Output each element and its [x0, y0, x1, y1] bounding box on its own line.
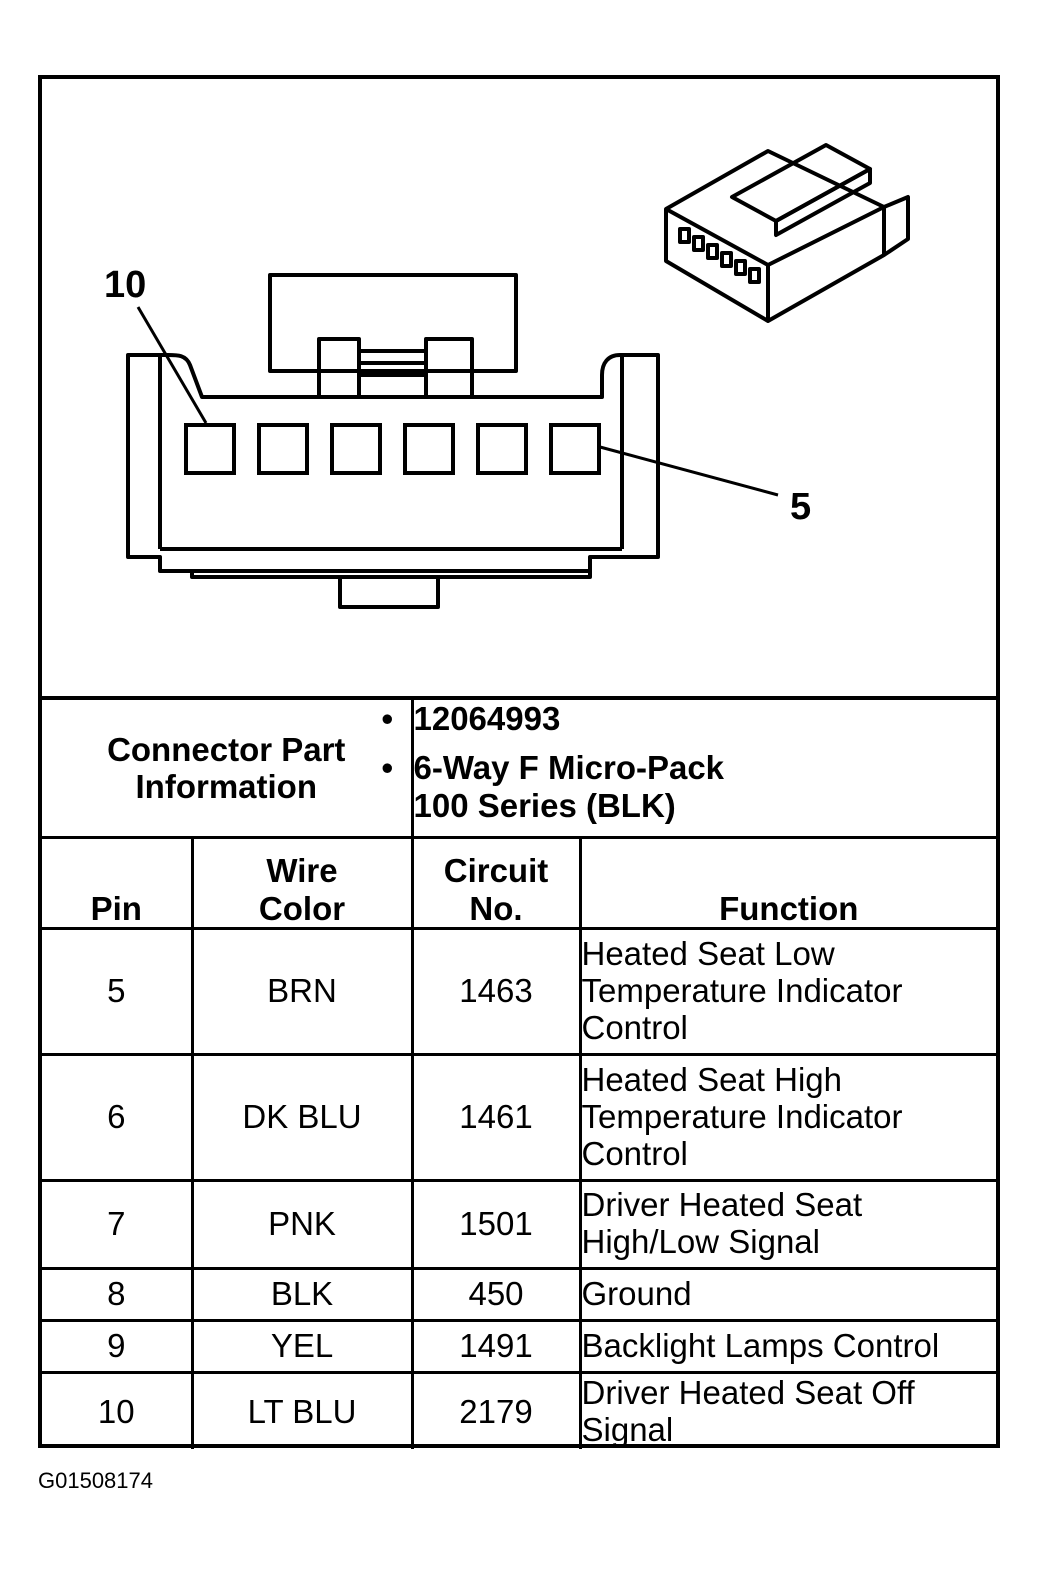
- part-description: 6-Way F Micro-Pack 100 Series (BLK): [382, 749, 764, 824]
- table-row: 9 YEL 1491 Backlight Lamps Control: [42, 1318, 996, 1374]
- cell-pin: 8: [42, 1266, 194, 1322]
- header-row: Pin Wire Color Circuit No. Function: [42, 835, 996, 930]
- pin-cavity: [476, 423, 528, 475]
- header-function: Function: [578, 835, 996, 930]
- latch-post-right: [424, 337, 474, 399]
- table-row: 8 BLK 450 Ground: [42, 1266, 996, 1322]
- header-pin: Pin: [42, 835, 194, 930]
- pin-label-10: 10: [104, 264, 146, 306]
- table-row: 7 PNK 1501 Driver Heated Seat High/Low S…: [42, 1178, 996, 1270]
- table-row: 5 BRN 1463 Heated Seat Low Temperature I…: [42, 926, 996, 1056]
- cell-wire-color: PNK: [190, 1178, 414, 1270]
- pin-cavity: [549, 423, 601, 475]
- cell-pin: 6: [42, 1052, 194, 1182]
- pin-cavity: [257, 423, 309, 475]
- cell-function: Driver Heated Seat Off Signal: [578, 1370, 996, 1450]
- cell-circuit: 1501: [410, 1178, 582, 1270]
- cell-pin: 7: [42, 1178, 194, 1270]
- cell-pin: 9: [42, 1318, 194, 1374]
- part-info-row: Connector Part Information 12064993 6-Wa…: [42, 695, 997, 839]
- pin-cavity: [184, 423, 236, 475]
- cell-wire-color: BLK: [190, 1266, 414, 1322]
- pin-cavity: [330, 423, 382, 475]
- connector-body: [126, 353, 660, 573]
- header-wire-color: Wire Color: [190, 835, 414, 930]
- cell-wire-color: YEL: [190, 1318, 414, 1374]
- connector-diagram: 10 5: [42, 79, 996, 696]
- connector-isometric-view: [664, 143, 910, 323]
- part-number: 12064993: [382, 700, 997, 738]
- cell-wire-color: DK BLU: [190, 1052, 414, 1182]
- figure-id: G01508174: [38, 1468, 153, 1493]
- cell-circuit: 1461: [410, 1052, 582, 1182]
- cell-function: Heated Seat Low Temperature Indicator Co…: [578, 926, 996, 1056]
- header-circuit-no: Circuit No.: [410, 835, 582, 930]
- cell-wire-color: BRN: [190, 926, 414, 1056]
- iso-latch: [730, 143, 872, 223]
- cell-function: Heated Seat High Temperature Indicator C…: [578, 1052, 996, 1182]
- cell-circuit: 1463: [410, 926, 582, 1056]
- cell-circuit: 450: [410, 1266, 582, 1322]
- cell-function: Backlight Lamps Control: [578, 1318, 996, 1374]
- latch-tab: [268, 273, 518, 373]
- pin-cavity: [403, 423, 455, 475]
- cell-circuit: 1491: [410, 1318, 582, 1374]
- cell-pin: 10: [42, 1370, 194, 1450]
- table-row: 10 LT BLU 2179 Driver Heated Seat Off Si…: [42, 1370, 996, 1450]
- cell-wire-color: LT BLU: [190, 1370, 414, 1450]
- part-info-label: Connector Part Information: [42, 695, 414, 839]
- connector-figure-frame: 10 5 Connector Part Information 12064993…: [38, 75, 1000, 1450]
- connector-info-table: Connector Part Information 12064993 6-Wa…: [42, 695, 997, 1450]
- bottom-key: [338, 575, 440, 609]
- cell-circuit: 2179: [410, 1370, 582, 1450]
- cell-function: Ground: [578, 1266, 996, 1322]
- cell-pin: 5: [42, 926, 194, 1056]
- pin-label-5: 5: [790, 486, 811, 528]
- part-info-values: 12064993 6-Way F Micro-Pack 100 Series (…: [382, 695, 997, 839]
- table-row: 6 DK BLU 1461 Heated Seat High Temperatu…: [42, 1052, 996, 1182]
- cell-function: Driver Heated Seat High/Low Signal: [578, 1178, 996, 1270]
- connector-face-drawing: 10 5: [104, 143, 910, 609]
- latch-post-left: [317, 337, 361, 399]
- pin-cavities: [184, 423, 601, 475]
